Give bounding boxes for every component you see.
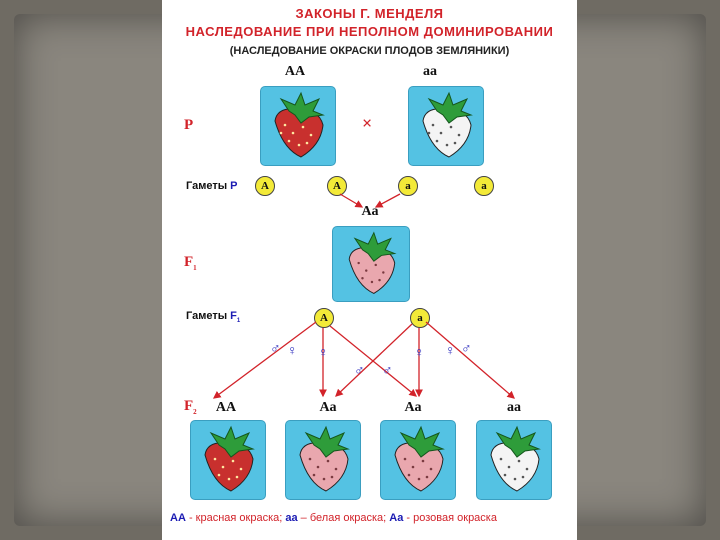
female-symbol: ♀ bbox=[318, 346, 329, 361]
male-symbol: ♂ bbox=[382, 364, 393, 379]
strawberry-pink-icon bbox=[299, 425, 350, 492]
gamete-f1-A: A bbox=[314, 308, 334, 328]
diagram-sheet: ЗАКОНЫ Г. МЕНДЕЛЯ НАСЛЕДОВАНИЕ ПРИ НЕПОЛ… bbox=[162, 0, 577, 540]
f1-pink-box bbox=[332, 226, 410, 302]
gamete-p-2: A bbox=[327, 176, 347, 196]
f2-genotype-2: Aa bbox=[319, 400, 337, 415]
male-symbol: ♂ bbox=[354, 364, 365, 379]
female-symbol: ♀ bbox=[414, 346, 425, 361]
label-f2: F2 bbox=[184, 398, 197, 416]
strawberry-red-icon bbox=[274, 91, 325, 158]
male-symbol: ♂ bbox=[461, 342, 472, 357]
title-line2: НАСЛЕДОВАНИЕ ПРИ НЕПОЛНОМ ДОМИНИРОВАНИИ bbox=[185, 24, 554, 39]
title-line1: ЗАКОНЫ Г. МЕНДЕЛЯ bbox=[295, 6, 444, 21]
parent-red-box bbox=[260, 86, 336, 166]
strawberry-white-icon bbox=[490, 425, 541, 492]
f2-genotype-4: aa bbox=[507, 400, 521, 415]
label-p: P bbox=[184, 117, 194, 133]
arrows-layer bbox=[212, 193, 515, 399]
arrow-a-Aa1 bbox=[335, 323, 413, 397]
strawberry-red-icon bbox=[204, 425, 255, 492]
f2-pink-box-2 bbox=[380, 420, 456, 500]
f2-pink-box-1 bbox=[285, 420, 361, 500]
gamete-p-4: a bbox=[474, 176, 494, 196]
f2-genotype-3: Aa bbox=[404, 400, 422, 415]
f2-red-box bbox=[190, 420, 266, 500]
gamete-p-1: A bbox=[255, 176, 275, 196]
f2-white-box bbox=[476, 420, 552, 500]
strawberry-pink-icon bbox=[394, 425, 445, 492]
gamete-p-3: a bbox=[398, 176, 418, 196]
arrow-p-A bbox=[339, 193, 364, 208]
strawberry-white-icon bbox=[422, 91, 473, 158]
arrow-p-a bbox=[374, 193, 401, 208]
subtitle: (НАСЛЕДОВАНИЕ ОКРАСКИ ПЛОДОВ ЗЕМЛЯНИКИ) bbox=[229, 45, 510, 57]
legend: AA - красная окраска; aa – белая окраска… bbox=[170, 512, 497, 524]
parent-right-genotype: aa bbox=[423, 64, 437, 79]
parent-white-box bbox=[408, 86, 484, 166]
parent-left-genotype: AA bbox=[284, 64, 306, 79]
f2-genotype-1: AA bbox=[215, 400, 237, 415]
strawberry-pink-icon bbox=[348, 231, 397, 294]
male-symbol: ♂ bbox=[270, 342, 281, 357]
female-symbol: ♀ bbox=[287, 344, 298, 359]
f1-genotype: Aa bbox=[361, 204, 379, 219]
gametes-p-label: Гаметы P bbox=[186, 180, 238, 192]
cross-symbol: × bbox=[362, 113, 373, 133]
female-symbol: ♀ bbox=[445, 344, 456, 359]
label-f1: F1 bbox=[184, 254, 197, 272]
arrow-a-aa bbox=[425, 321, 515, 399]
arrow-A-AA bbox=[212, 321, 317, 399]
gametes-f1-label: Гаметы F1 bbox=[186, 310, 241, 325]
gamete-f1-a: a bbox=[410, 308, 430, 328]
